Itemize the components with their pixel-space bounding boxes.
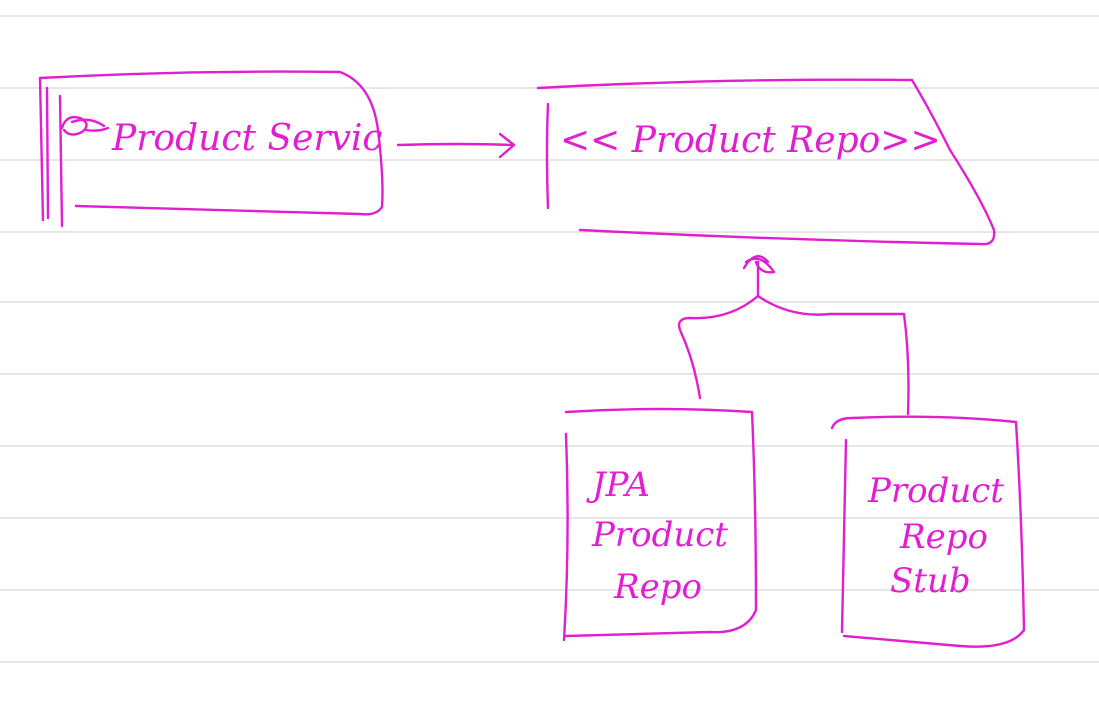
- product-service-label: Product Servic: [111, 118, 383, 159]
- ink-layer: Product Servic << Product Repo>> JPA Pro…: [38, 70, 1026, 648]
- product-service-box-left-edge: [38, 76, 64, 228]
- product-repo-stub-node: Product Repo Stub: [830, 415, 1026, 648]
- jpa-product-repo-line-2: Product: [591, 515, 728, 555]
- product-service-box: [38, 70, 384, 216]
- product-repo-stub-line-3: Stub: [890, 561, 971, 601]
- dependency-arrow-head: [498, 132, 516, 159]
- product-repo-interface-box-left-edge: [545, 102, 550, 210]
- jpa-product-repo-line-3: Repo: [613, 567, 702, 607]
- branch-to-stub: [756, 294, 910, 416]
- implements-arrows: [677, 255, 910, 416]
- product-repo-stub-box: [830, 415, 1026, 648]
- dependency-arrow-line: [396, 142, 514, 147]
- product-repo-stub-line-1: Product: [867, 471, 1004, 511]
- ruled-lines: [0, 15, 1099, 663]
- jpa-product-repo-box-left-edge: [562, 432, 569, 642]
- dependency-arrow: [396, 132, 516, 159]
- jpa-product-repo-box: [564, 407, 758, 638]
- product-repo-stub-box-left-edge: [840, 438, 848, 634]
- branch-to-jpa: [677, 294, 760, 400]
- jpa-product-repo-node: JPA Product Repo: [562, 407, 758, 642]
- jpa-product-repo-line-1: JPA: [586, 465, 650, 505]
- product-repo-interface-node: << Product Repo>>: [536, 78, 996, 246]
- product-repo-stub-line-2: Repo: [899, 517, 988, 557]
- implements-arrow-head: [742, 255, 776, 274]
- product-service-node: Product Servic: [38, 70, 384, 228]
- product-repo-interface-box: [536, 78, 996, 246]
- scribble-mark: [60, 115, 110, 136]
- product-repo-interface-label: << Product Repo>>: [560, 120, 941, 161]
